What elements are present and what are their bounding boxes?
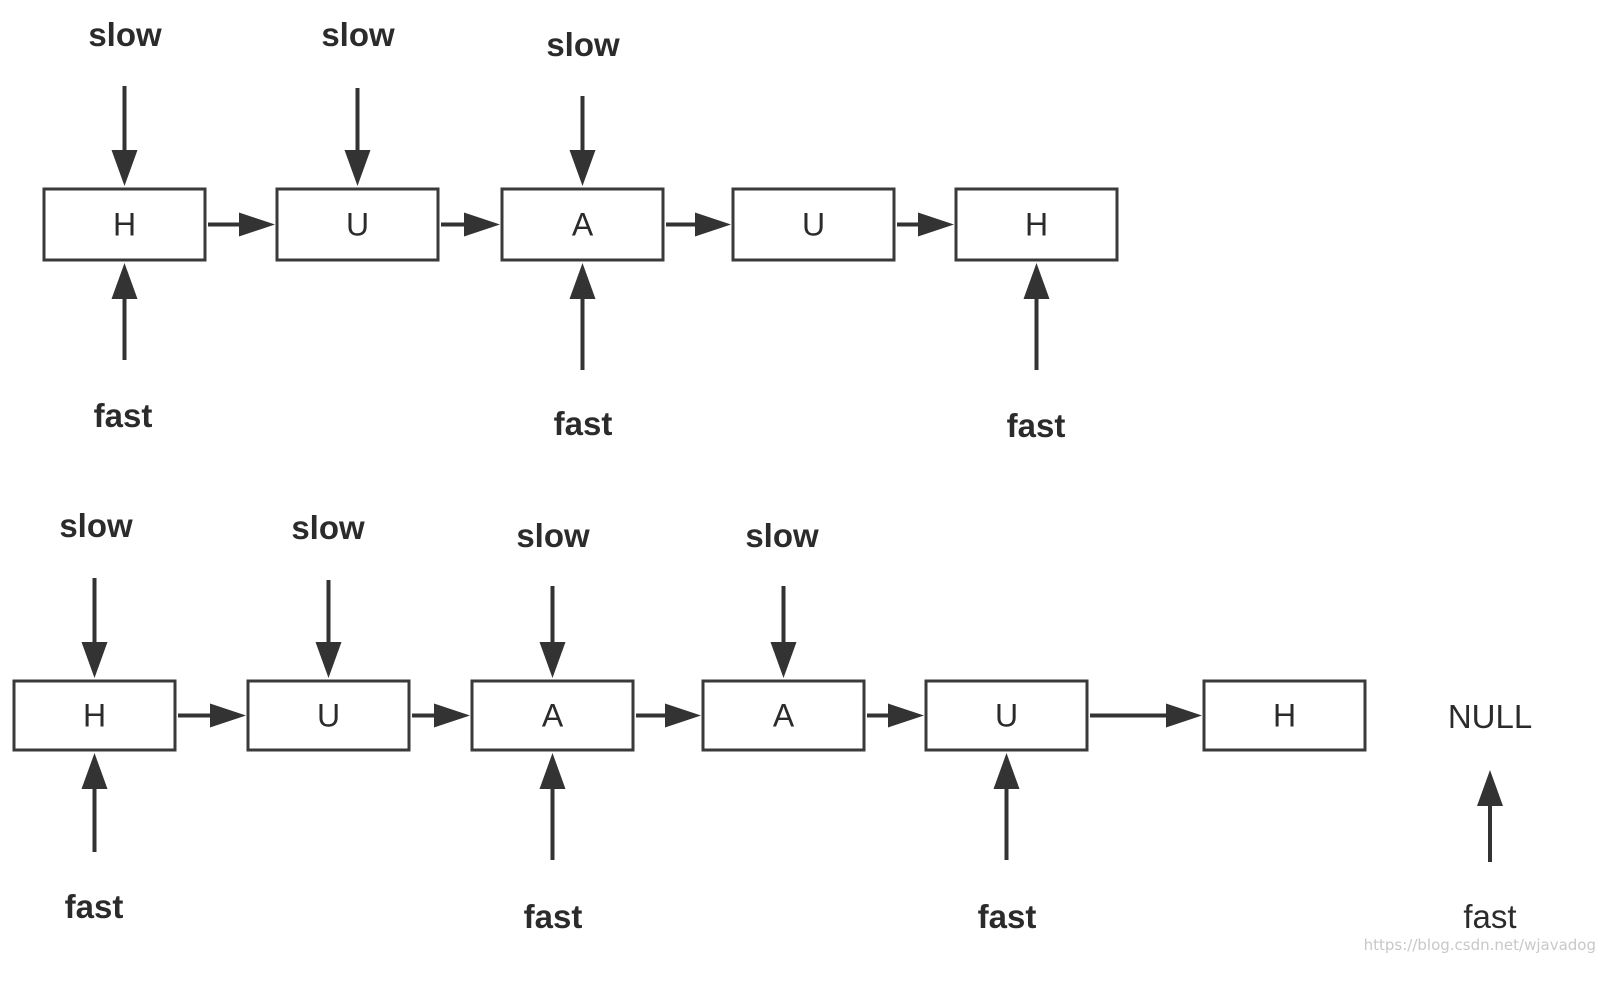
slow-pointer-arrow [569,96,596,186]
list-node: U [275,187,440,262]
node-box [954,187,1119,262]
slow-pointer-arrow [344,88,371,186]
list-node: U [731,187,896,262]
slow-pointer-arrow [539,586,566,678]
fast-pointer-arrow [993,753,1020,860]
node-box [1202,679,1367,752]
slow-pointer-arrow [315,580,342,678]
null-label: NULL [1448,698,1532,735]
next-arrow [412,703,470,728]
fast-pointer-label: fast [94,397,153,434]
slow-pointer-label: slow [59,507,133,544]
list-node: H [954,187,1119,262]
fast-pointer-label: fast [1007,407,1066,444]
node-label: U [995,698,1018,734]
next-arrow [208,212,275,237]
list-node: U [924,679,1089,752]
node-box [701,679,866,752]
fast-pointer-label: fast [554,405,613,442]
next-arrow [897,212,954,237]
next-arrow [666,212,731,237]
fast-pointer-arrow-null [1477,770,1503,862]
node-label: H [1025,207,1048,243]
list-node: A [470,679,635,752]
node-label: U [346,207,369,243]
next-arrow [1090,703,1202,728]
list-node: U [246,679,411,752]
node-label: A [773,698,795,734]
node-box [246,679,411,752]
fast-pointer-arrow [569,263,596,370]
slow-pointer-arrow [111,86,138,186]
node-box [12,679,177,752]
list-node: H [42,187,207,262]
next-arrow [178,703,246,728]
slow-pointer-label: slow [546,26,620,63]
node-label: H [113,207,136,243]
fast-pointer-arrow [81,753,108,852]
slow-pointer-label: slow [321,16,395,53]
fast-pointer-arrow [539,753,566,860]
slow-pointer-label: slow [88,16,162,53]
fast-pointer-label: fast [524,898,583,935]
node-box [500,187,665,262]
slow-pointer-arrow [81,578,108,678]
node-box [924,679,1089,752]
fast-pointer-arrow [111,263,138,360]
node-label: H [1273,698,1296,734]
node-box [275,187,440,262]
fast-pointer-label-null: fast [1463,898,1516,935]
next-arrow [636,703,701,728]
fast-pointer-arrow [1023,263,1050,370]
node-box [470,679,635,752]
fast-pointer-label: fast [978,898,1037,935]
list-node: A [500,187,665,262]
list-node: H [1202,679,1367,752]
node-label: H [83,698,106,734]
slow-pointer-label: slow [291,509,365,546]
list-node: A [701,679,866,752]
slow-pointer-label: slow [516,517,590,554]
node-box [731,187,896,262]
node-box [42,187,207,262]
list-node: H [12,679,177,752]
node-label: A [542,698,564,734]
watermark: https://blog.csdn.net/wjavadog [1364,936,1596,954]
slow-pointer-arrow [770,586,797,678]
next-arrow [441,212,500,237]
node-label: U [802,207,825,243]
fast-pointer-label: fast [65,888,124,925]
node-label: U [317,698,340,734]
node-label: A [572,207,594,243]
next-arrow [867,703,924,728]
slow-pointer-label: slow [745,517,819,554]
